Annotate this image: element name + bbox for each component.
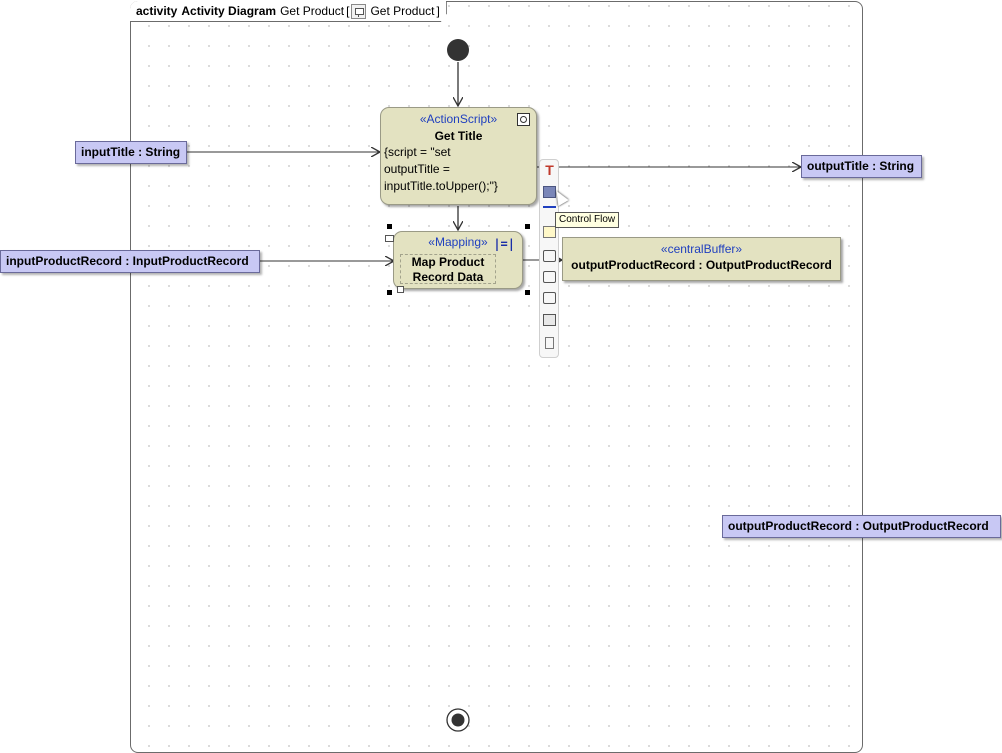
frame-context-name: Get Product [280,4,345,18]
mapping-icon: |=| [493,237,515,251]
control-flow-icon[interactable] [543,186,556,198]
action-get-title[interactable]: «ActionScript» Get Title {script = "set … [380,107,537,205]
frame-header: activity Activity Diagram Get Product [ … [130,1,447,22]
selection-handle[interactable] [387,224,392,229]
note-icon[interactable] [543,226,556,238]
parameter-output-product-record[interactable]: outputProductRecord : OutputProductRecor… [722,515,1001,538]
frame-bracket-open: [ [346,4,350,18]
activity-diagram-icon [351,4,366,19]
more-options-icon[interactable] [385,235,394,242]
frame-kind: activity [136,4,178,18]
input-pin-icon[interactable] [543,250,556,262]
selection-handle[interactable] [525,290,530,295]
call-behavior-icon[interactable] [543,314,556,326]
buffer-name: outputProductRecord : OutputProductRecor… [571,258,832,272]
parameter-output-title[interactable]: outputTitle : String [801,155,922,178]
object-flow-icon[interactable] [543,206,556,208]
resize-icon[interactable] [397,286,404,293]
action-script: {script = "set outputTitle = inputTitle.… [384,145,498,193]
value-pin-icon[interactable] [543,292,556,304]
selection-handle[interactable] [525,224,530,229]
central-buffer-node[interactable]: «centralBuffer» outputProductRecord : Ou… [562,237,841,281]
activity-final-node-core [451,713,465,727]
structure-icon[interactable] [545,337,554,349]
frame-context-ref[interactable]: Get Product [370,4,435,18]
parameter-input-title[interactable]: inputTitle : String [75,141,187,164]
tooltip: Control Flow [555,212,620,228]
smart-manipulator-toolbar: T [539,159,559,358]
output-pin-icon[interactable] [543,271,556,283]
frame-title: Activity Diagram [181,4,277,18]
selection-handle[interactable] [387,290,392,295]
parameter-input-product-record[interactable]: inputProductRecord : InputProductRecord [0,250,260,273]
gear-icon [517,113,530,126]
initial-node[interactable] [447,39,469,61]
action-stereotype: «Mapping» [428,235,488,249]
text-icon[interactable]: T [545,162,554,178]
action-name: Map Product Record Data [400,254,496,284]
buffer-stereotype: «centralBuffer» [660,242,743,256]
action-stereotype: «ActionScript» [419,112,498,126]
frame-bracket-close: ] [436,4,440,18]
action-name: Get Title [434,129,483,143]
action-map-product-record-data[interactable]: |=| «Mapping» Map Product Record Data [393,231,523,289]
